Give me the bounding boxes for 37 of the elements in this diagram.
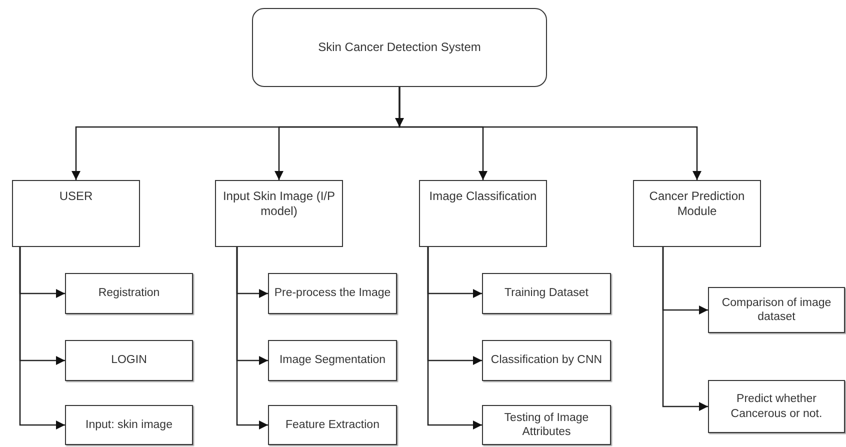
box-label: Input Skin Image (I/P model): [222, 189, 336, 219]
module-box: [633, 180, 761, 247]
box-label: LOGIN: [111, 353, 147, 368]
step-box: [482, 405, 611, 445]
step-box: [482, 340, 611, 381]
box-label: Training Dataset: [504, 286, 588, 301]
box-label: Image Classification: [429, 189, 537, 204]
step-box: [65, 273, 193, 314]
box-label: Predict whether Cancerous or not.: [730, 392, 824, 421]
step-box: [482, 273, 611, 314]
box-label: Feature Extraction: [286, 418, 380, 432]
box-label: Input: skin image: [86, 418, 172, 432]
box-label: Testing of Image Attributes: [503, 410, 590, 440]
step-box: [65, 405, 193, 445]
box-label: USER: [59, 189, 93, 204]
step-box: [268, 405, 397, 445]
trunk-arrow: [395, 87, 404, 127]
module-box: [215, 180, 343, 247]
step-box: [708, 287, 845, 333]
connector-arrow: [19, 247, 65, 430]
box-label: Classification by CNN: [490, 353, 602, 368]
step-box: [268, 340, 397, 381]
box-label: Skin Cancer Detection System: [318, 40, 481, 55]
module-box: [12, 180, 140, 247]
system-box: [252, 8, 547, 87]
box-label: Cancer Prediction Module: [648, 189, 746, 219]
connector-arrow: [236, 247, 268, 430]
connector-arrow: [427, 247, 482, 430]
box-label: Image Segmentation: [279, 353, 386, 368]
step-box: [708, 380, 845, 433]
box-label: Comparison of image dataset: [720, 296, 832, 324]
box-label: Registration: [98, 286, 160, 301]
connector-arrow: [662, 247, 708, 411]
step-box: [268, 273, 397, 314]
step-box: [65, 340, 193, 381]
module-box: [419, 180, 547, 247]
box-label: Pre-process the Image: [274, 286, 391, 301]
